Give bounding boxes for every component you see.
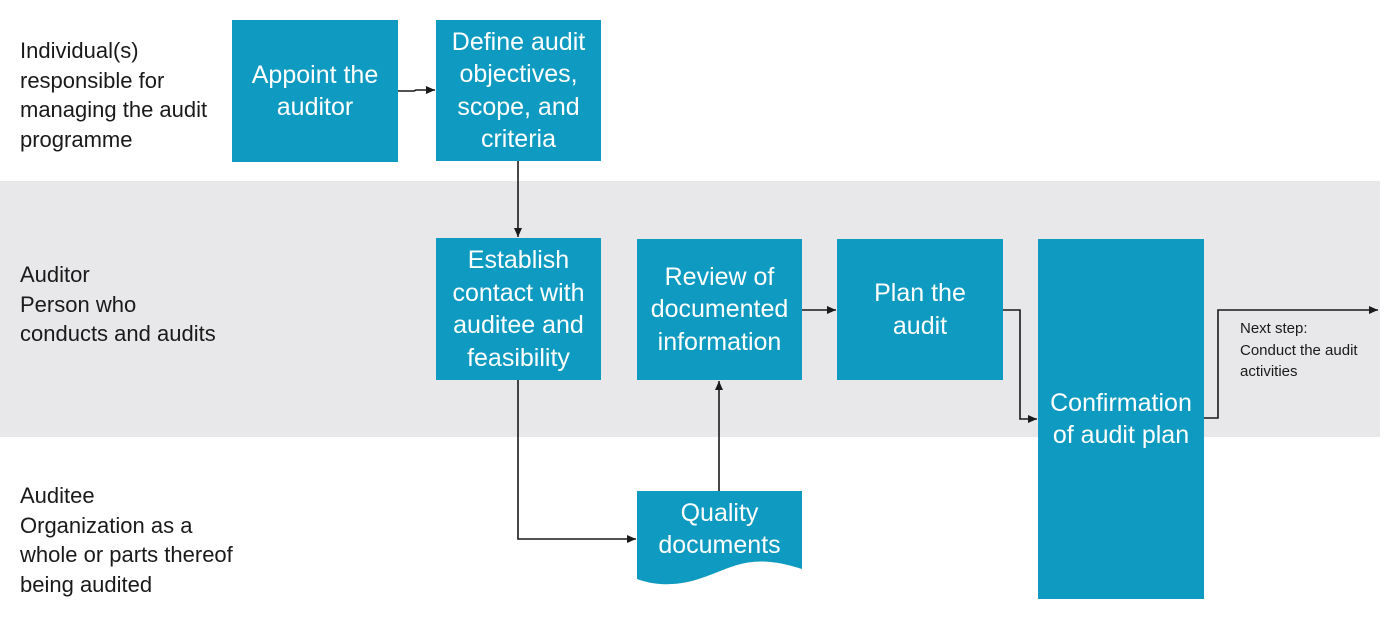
arrow-appoint-to-define bbox=[398, 86, 435, 94]
step-label-line: Define audit bbox=[451, 27, 586, 56]
lane-label-line: conducts and audits bbox=[20, 321, 216, 346]
step-label-line: Establish bbox=[467, 246, 570, 274]
step-review-documented-information: Review of documented information bbox=[637, 239, 802, 380]
step-label-line: auditor bbox=[276, 93, 354, 121]
step-label-line: contact with bbox=[452, 278, 585, 307]
lane-label-auditor: Auditor Person who conducts and audits bbox=[20, 260, 216, 349]
step-label-line: Review of bbox=[664, 262, 775, 291]
lane-label-line: responsible for bbox=[20, 67, 165, 93]
arrow-establish-to-quality-documents bbox=[517, 380, 636, 543]
step-label-line: documents bbox=[658, 531, 781, 559]
next-step-note: Next step: Conduct the audit activities bbox=[1240, 318, 1358, 383]
step-plan-audit: Plan the audit bbox=[837, 239, 1003, 380]
arrow-plan-to-confirmation bbox=[1003, 309, 1037, 423]
step-quality-documents: Quality documents bbox=[637, 496, 802, 562]
lane-label-line: programme bbox=[20, 126, 133, 152]
lane-label-programme-manager: Individual(s) responsible for managing t… bbox=[20, 36, 207, 154]
step-confirmation-audit-plan: Confirmation of audit plan bbox=[1038, 239, 1204, 599]
step-establish-contact: Establish contact with auditee and feasi… bbox=[436, 238, 601, 380]
step-label-line: objectives, bbox=[459, 60, 578, 88]
step-label-line: auditee and bbox=[453, 311, 584, 339]
lane-label-line: Person who bbox=[20, 291, 137, 317]
step-label-line: feasibility bbox=[467, 343, 570, 372]
step-label-line: scope, and bbox=[457, 92, 580, 121]
lane-label-auditee: Auditee Organization as a whole or parts… bbox=[20, 481, 233, 599]
lane-label-line: Organization as a bbox=[20, 512, 193, 538]
step-label-line: documented bbox=[650, 295, 789, 324]
step-label-line: audit bbox=[892, 311, 948, 340]
step-label-line: Appoint the bbox=[251, 60, 379, 89]
lane-label-line: being audited bbox=[20, 571, 153, 597]
step-label-line: information bbox=[657, 327, 782, 356]
lane-label-line: Auditee bbox=[20, 483, 95, 508]
lane-label-line: Individual(s) bbox=[20, 38, 139, 63]
next-step-line: Conduct the audit bbox=[1240, 341, 1358, 359]
step-define-objectives: Define audit objectives, scope, and crit… bbox=[436, 20, 601, 161]
lane-label-line: whole or parts thereof bbox=[20, 542, 233, 567]
step-label-line: Quality bbox=[680, 498, 759, 527]
step-label-line: criteria bbox=[480, 125, 556, 153]
document-shape bbox=[637, 491, 802, 585]
step-label-line: Confirmation bbox=[1050, 388, 1192, 417]
lane-label-line: managing the audit bbox=[20, 97, 208, 122]
step-label-line: of audit plan bbox=[1052, 421, 1190, 449]
lane-label-line: Auditor bbox=[20, 262, 90, 287]
next-step-line: Next step: bbox=[1240, 320, 1308, 337]
step-appoint-auditor: Appoint the auditor bbox=[232, 20, 398, 162]
step-label-line: Plan the bbox=[874, 279, 966, 307]
arrow-confirmation-to-next-step bbox=[1204, 306, 1378, 419]
next-step-line: activities bbox=[1240, 363, 1298, 380]
